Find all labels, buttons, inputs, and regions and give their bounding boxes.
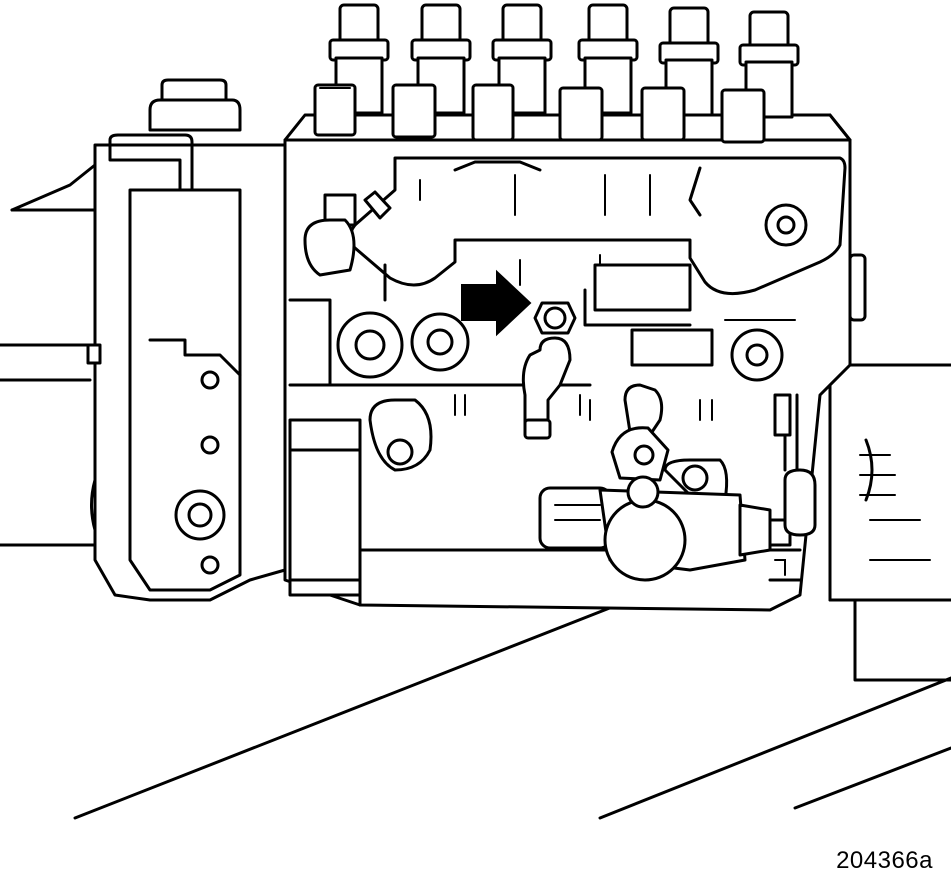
pointer-arrow <box>461 269 532 337</box>
body-lower-edge <box>358 578 802 607</box>
mounting-base <box>0 163 951 820</box>
delivery-valve-holders <box>313 3 800 144</box>
left-fittings <box>288 190 470 597</box>
drive-flange-left <box>86 78 287 602</box>
figure-reference-code: 204366a <box>836 847 933 874</box>
supply-pump <box>538 383 817 582</box>
bleed-screw <box>521 301 577 440</box>
